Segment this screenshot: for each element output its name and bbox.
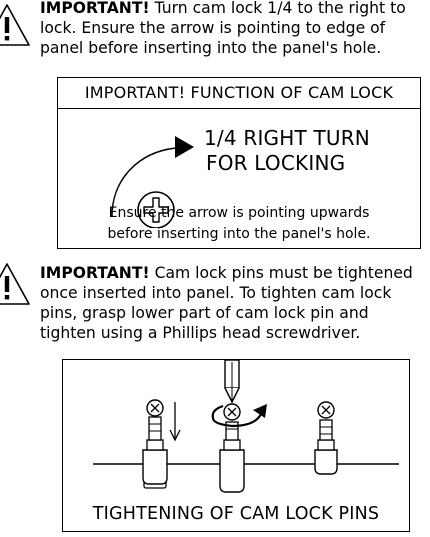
warning-2-line-4: tighten using a Phillips head screwdrive… <box>40 324 361 342</box>
camlock-pins-box: TIGHTENING OF CAM LOCK PINS <box>62 359 410 532</box>
warning-2-line-1: IMPORTANT! Cam lock pins must be tighten… <box>40 264 413 282</box>
warning-1-line-3: panel before inserting into the panel's … <box>40 39 382 57</box>
warning-2-line-2: once inserted into panel. To tighten cam… <box>40 284 392 302</box>
warning-2-line-3: pins, grasp lower part of cam lock pin a… <box>40 304 369 322</box>
camlock-box-title: IMPORTANT! FUNCTION OF CAM LOCK <box>58 78 420 109</box>
cam-lock-icon <box>137 191 175 228</box>
warning-1-line-1: IMPORTANT! Turn cam lock 1/4 to the righ… <box>40 0 406 17</box>
warning-text-2: IMPORTANT! Cam lock pins must be tighten… <box>40 263 413 343</box>
caption-line-2: before inserting into the panel's hole. <box>107 226 371 242</box>
caption-line-1: Ensure the arrow is pointing upwards <box>108 205 370 221</box>
arrowhead-icon <box>175 136 194 158</box>
warning-text-1: IMPORTANT! Turn cam lock 1/4 to the righ… <box>40 0 406 58</box>
cam-lock-pin-1-icon <box>142 399 168 489</box>
warning-1-line-2: lock. Ensure the arrow is pointing to ed… <box>40 19 386 37</box>
cam-lock-pin-3-icon <box>314 401 338 475</box>
turn-line-2: FOR LOCKING <box>206 151 346 175</box>
camlock-function-box: IMPORTANT! FUNCTION OF CAM LOCK 1/4 RIGH… <box>57 77 421 249</box>
cam-lock-pin-2-icon <box>219 403 245 493</box>
screwdriver-icon <box>224 360 240 404</box>
warning-triangle-icon <box>0 4 30 46</box>
cam-lock-pins-diagram <box>93 360 399 493</box>
rotation-arrow-icon <box>211 413 262 428</box>
warning-triangle-icon <box>0 263 30 305</box>
cam-lock-diagram <box>111 136 194 228</box>
phillips-cross-icon <box>143 197 169 223</box>
camlock-caption: Ensure the arrow is pointing upwards bef… <box>58 203 420 245</box>
pins-box-title: TIGHTENING OF CAM LOCK PINS <box>92 504 380 524</box>
turn-instruction: 1/4 RIGHT TURN FOR LOCKING <box>204 126 370 176</box>
turn-line-1: 1/4 RIGHT TURN <box>204 126 370 150</box>
curved-arrow-icon <box>111 147 177 217</box>
